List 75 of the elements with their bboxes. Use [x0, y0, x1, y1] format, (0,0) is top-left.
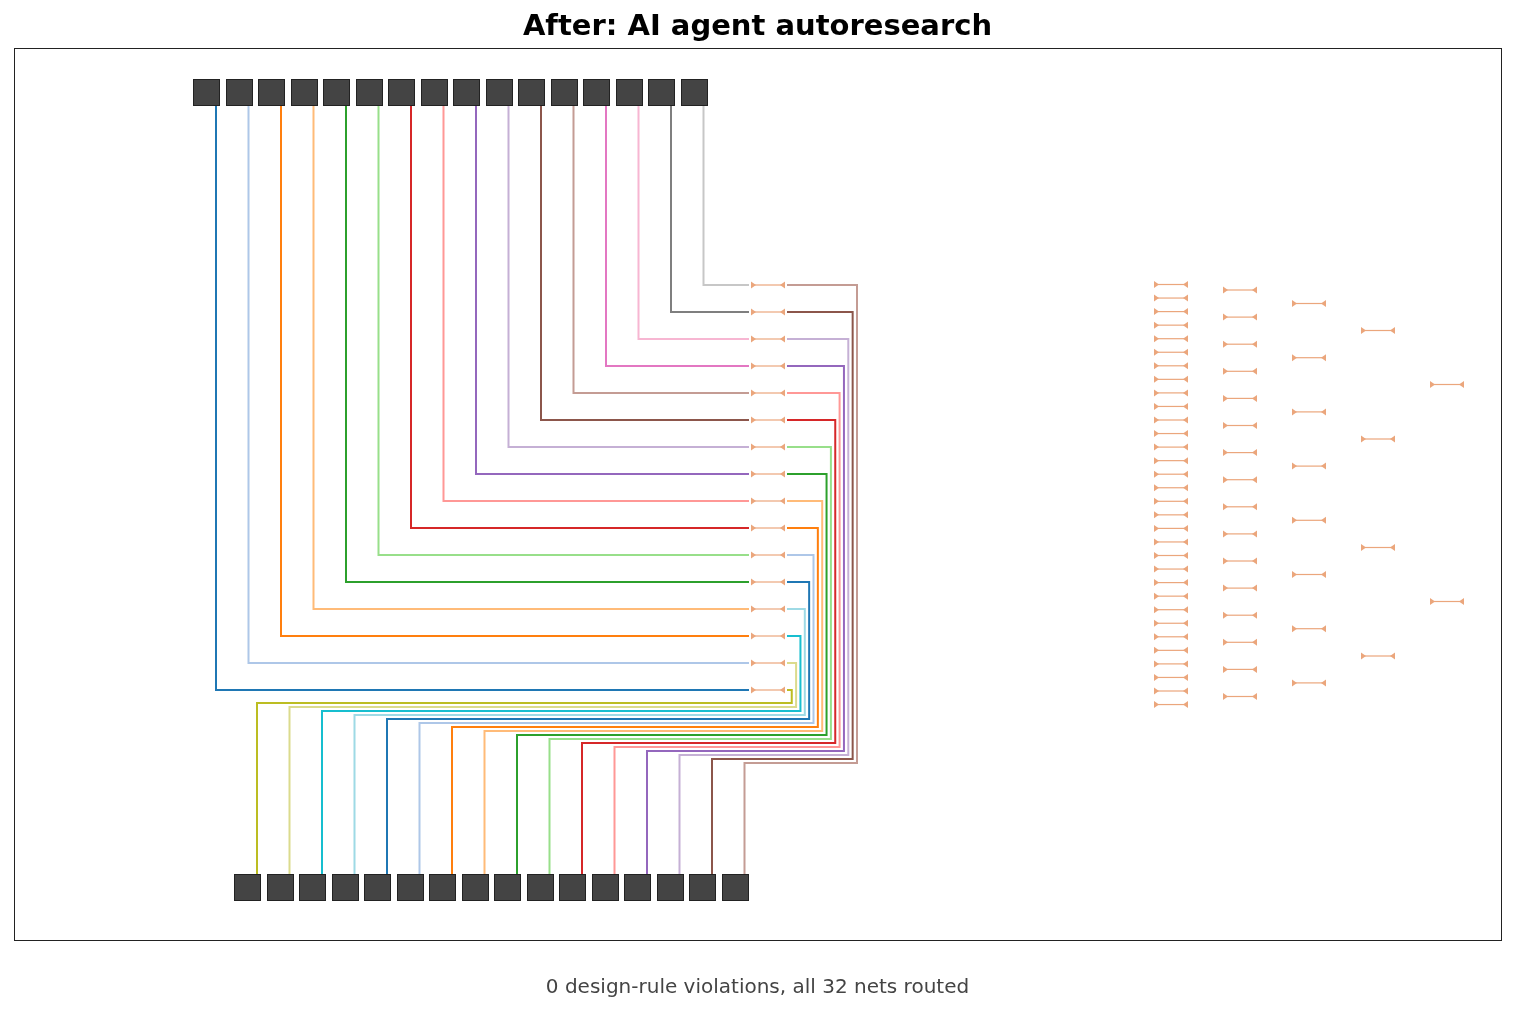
pin-pair-symbol	[749, 577, 787, 587]
pin-pair-symbol	[749, 415, 787, 425]
pin-pair-symbol	[749, 334, 787, 344]
pin-pair-symbol	[749, 469, 787, 479]
solder-pad	[624, 874, 651, 901]
solder-pad	[420, 79, 448, 106]
solder-pad	[355, 79, 383, 106]
pin-pair-symbol	[749, 631, 787, 641]
solder-pad	[388, 79, 415, 106]
solder-pad	[290, 79, 318, 106]
solder-pad	[559, 874, 586, 901]
solder-pad	[591, 874, 619, 901]
solder-pad	[364, 874, 391, 901]
solder-pad	[461, 874, 489, 901]
trace	[613, 392, 841, 875]
pin-pair-symbol	[749, 442, 787, 452]
pin-pair-symbol	[749, 604, 787, 614]
pin-pair-symbol	[749, 685, 787, 695]
solder-pad	[323, 79, 350, 106]
solder-pad	[526, 874, 554, 901]
trace	[605, 105, 750, 367]
solder-pad	[615, 79, 643, 106]
trace	[670, 105, 750, 313]
trace	[321, 635, 802, 875]
solder-pad	[550, 79, 578, 106]
trace	[353, 608, 806, 875]
solder-pad	[453, 79, 480, 106]
trace	[451, 527, 819, 875]
trace	[507, 105, 750, 448]
solder-pad	[234, 874, 261, 901]
solder-pad	[396, 874, 424, 901]
trace	[516, 473, 828, 875]
chart-title: After: AI agent autoresearch	[522, 8, 993, 42]
solder-pad	[299, 874, 326, 901]
solder-pad	[680, 79, 708, 106]
pin-pair-symbol	[749, 307, 787, 317]
caption: 0 design-rule violations, all 32 nets routed	[545, 974, 970, 998]
pin-pair-symbol	[749, 280, 787, 290]
pin-pair-symbol	[749, 388, 787, 398]
solder-pad	[193, 79, 220, 106]
solder-pad	[689, 874, 716, 901]
trace	[548, 446, 832, 875]
trace	[442, 105, 750, 502]
trace	[483, 500, 824, 875]
solder-pad	[429, 874, 456, 901]
trace	[646, 365, 845, 875]
solder-pad	[494, 874, 521, 901]
pin-pair-symbol	[749, 361, 787, 371]
solder-pad	[583, 79, 610, 106]
solder-pad	[518, 79, 545, 106]
trace	[711, 311, 854, 875]
trace	[475, 105, 750, 475]
solder-pad	[225, 79, 253, 106]
solder-pad	[656, 874, 684, 901]
solder-pad	[258, 79, 285, 106]
trace	[572, 105, 750, 394]
trace	[540, 105, 750, 421]
pin-pair-symbol	[749, 550, 787, 560]
solder-pad	[331, 874, 359, 901]
trace	[702, 105, 750, 286]
pin-pair-symbol	[749, 496, 787, 506]
solder-pad	[266, 874, 294, 901]
solder-pad	[648, 79, 675, 106]
trace	[581, 419, 837, 875]
trace	[288, 662, 798, 875]
solder-pad	[485, 79, 513, 106]
pin-pair-symbol	[749, 523, 787, 533]
trace	[637, 105, 750, 340]
pin-pair-symbol	[749, 658, 787, 668]
solder-pad	[721, 874, 749, 901]
trace	[386, 581, 811, 875]
trace	[418, 554, 815, 875]
trace	[678, 338, 850, 875]
trace	[743, 284, 858, 875]
trace	[256, 689, 793, 875]
